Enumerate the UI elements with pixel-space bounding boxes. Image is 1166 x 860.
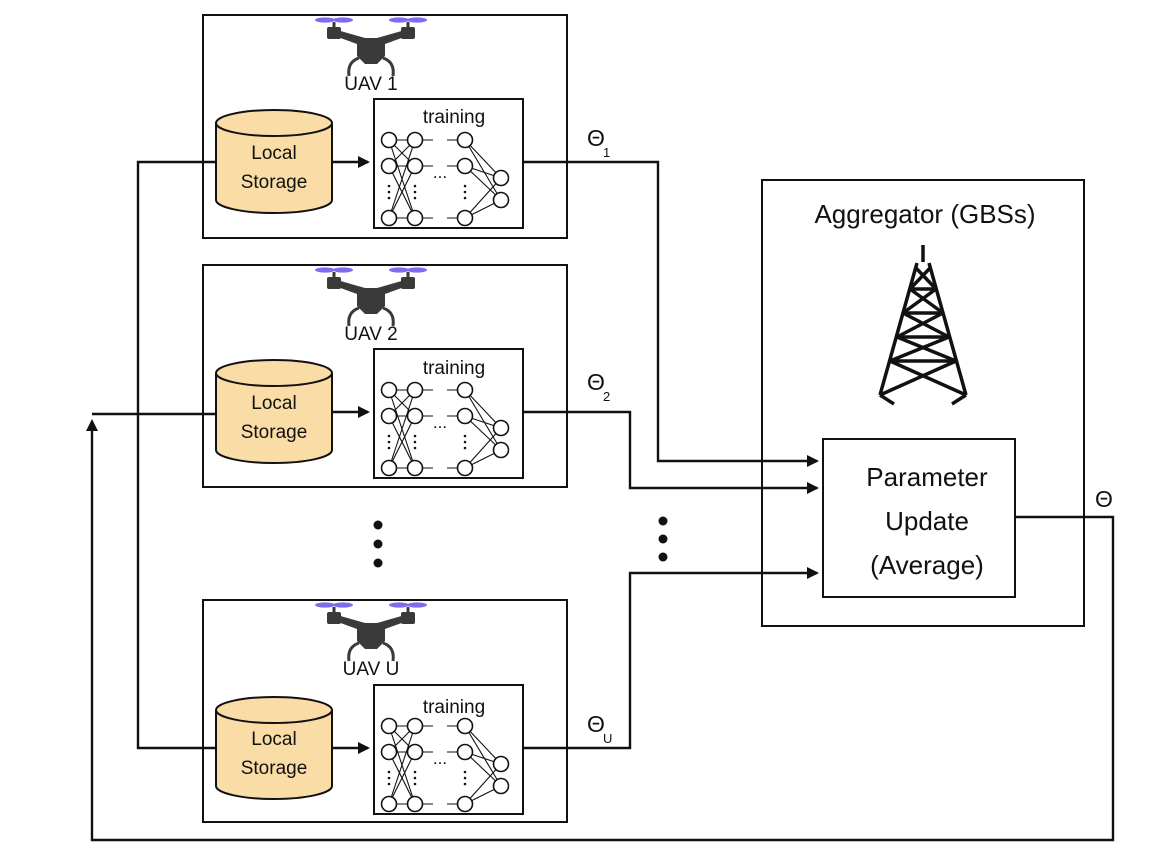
training-label: training [423, 107, 485, 128]
upload-line-uav-2 [523, 410, 819, 494]
storage-label-line2: Storage [241, 172, 308, 193]
upload-line-uav-1 [523, 160, 819, 467]
local-storage-1: Local Storage [215, 109, 333, 214]
nn-ellipsis: ... [433, 749, 447, 768]
param-theta-2: Θ [587, 369, 605, 395]
param-theta-2-sub: 2 [603, 389, 610, 404]
uav-2-label: UAV 2 [344, 324, 398, 345]
uav-panel-u: UAV U Local Storage training ... Θ U [202, 599, 612, 823]
training-label: training [423, 358, 485, 379]
local-storage-2: Local Storage [215, 359, 333, 464]
storage-label-line1: Local [251, 393, 296, 414]
storage-label-line1: Local [251, 143, 296, 164]
update-line3: (Average) [870, 550, 984, 580]
parameter-update-box [822, 438, 1016, 598]
more-uploads-ellipsis [658, 516, 668, 562]
global-feedback-line [86, 419, 1115, 842]
update-line1: Parameter [866, 462, 988, 492]
aggregator-panel: Aggregator (GBSs) Parameter Update (Aver [761, 179, 1085, 627]
more-uavs-ellipsis [373, 520, 383, 568]
storage-label-line2: Storage [241, 758, 308, 779]
aggregator-title: Aggregator (GBSs) [814, 199, 1035, 229]
upload-line-uav-u [523, 567, 819, 750]
uav-u-label: UAV U [343, 659, 400, 680]
uav-panel-2: UAV 2 Local Storage training ... Θ 2 [202, 264, 610, 488]
param-theta-1-sub: 1 [603, 145, 610, 160]
param-theta-1: Θ [587, 125, 605, 151]
update-line2: Update [885, 506, 969, 536]
storage-label-line1: Local [251, 729, 296, 750]
broadcast-bus [136, 160, 216, 750]
training-label: training [423, 697, 485, 718]
global-param-theta: Θ [1095, 486, 1113, 512]
storage-label-line2: Storage [241, 422, 308, 443]
nn-ellipsis: ... [433, 163, 447, 182]
uav-1-label: UAV 1 [344, 74, 398, 95]
param-theta-u-sub: U [603, 731, 612, 746]
uav-panel-1: UAV 1 Local Storage training ... Θ 1 [202, 14, 610, 239]
nn-ellipsis: ... [433, 413, 447, 432]
param-theta-u: Θ [587, 711, 605, 737]
local-storage-u: Local Storage [215, 696, 333, 800]
cell-tower-icon [878, 245, 968, 406]
